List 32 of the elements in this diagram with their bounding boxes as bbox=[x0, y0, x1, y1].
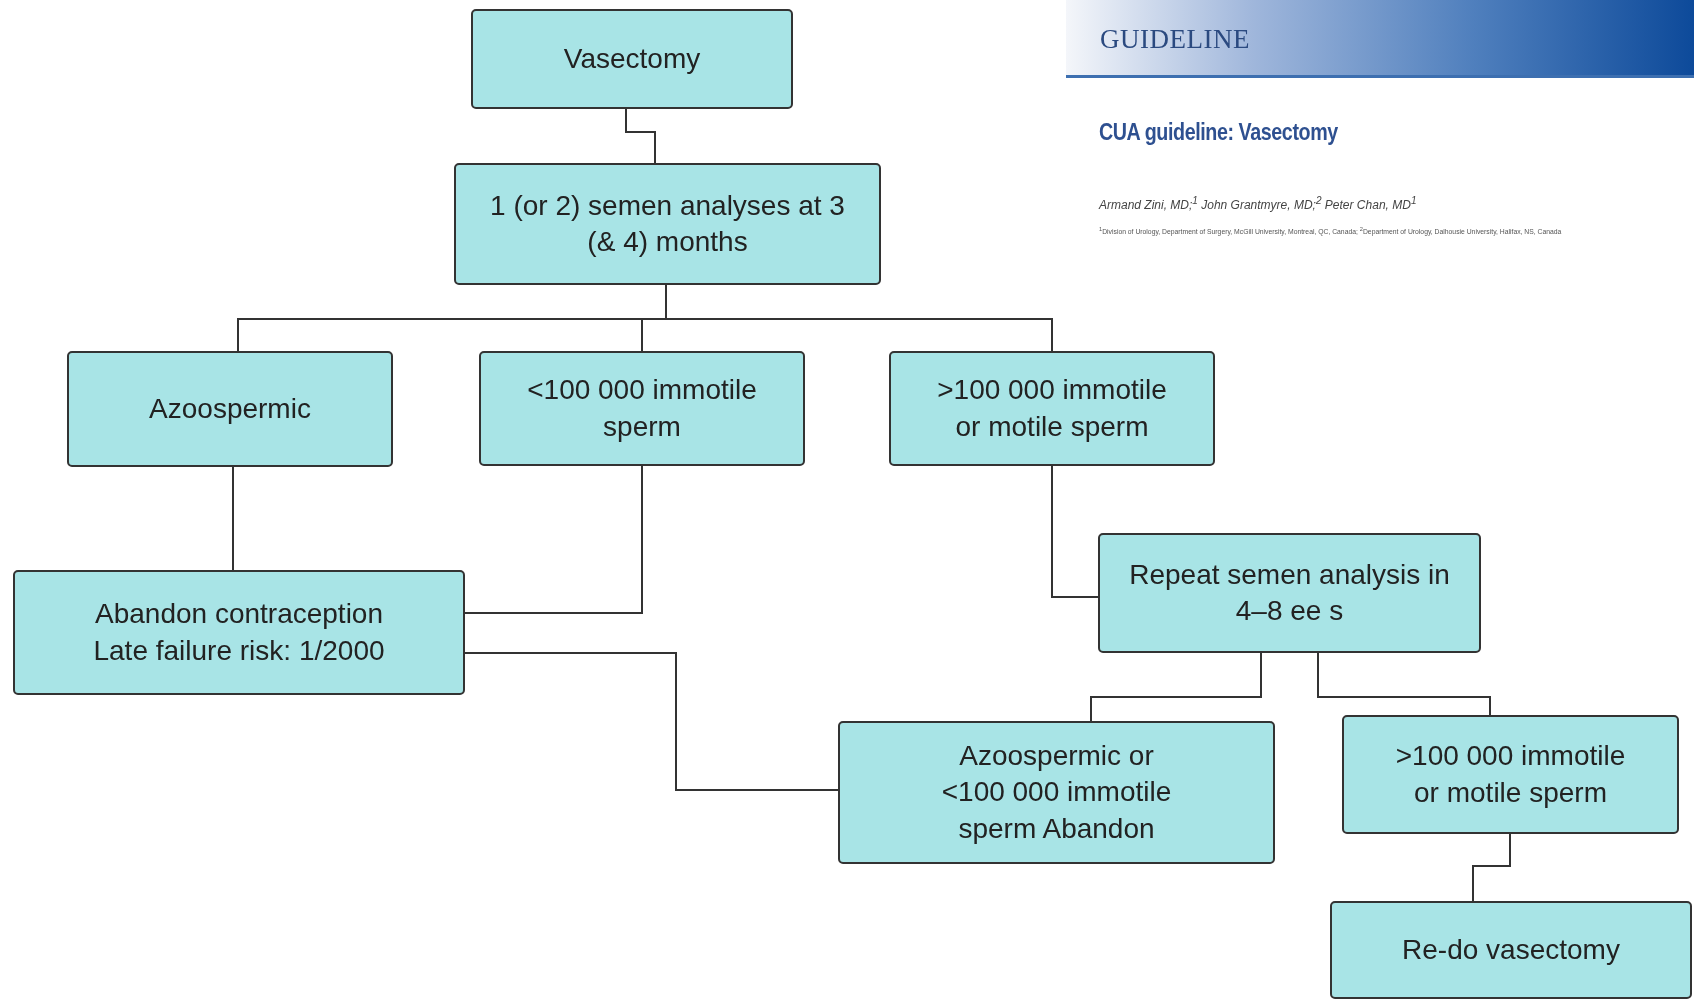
process-box bbox=[479, 351, 805, 466]
box-text: Azoospermic or <100 000 immotile sperm Abandon bbox=[940, 738, 1173, 846]
process-box bbox=[13, 570, 465, 695]
box-text: Repeat semen analysis in 4–8 ee s bbox=[1128, 557, 1451, 628]
connector-line bbox=[1090, 652, 1262, 722]
connector-line bbox=[625, 108, 656, 164]
process-box bbox=[838, 721, 1275, 864]
box-text: Vasectomy bbox=[563, 41, 701, 76]
process-box bbox=[889, 351, 1215, 466]
banner-heading: GUIDELINE bbox=[1100, 24, 1250, 55]
process-box bbox=[471, 9, 793, 109]
box-text: Abandon contraception bbox=[95, 597, 383, 632]
box-text: >100 000 immotile or motile sperm bbox=[1394, 739, 1627, 810]
process-box bbox=[1342, 715, 1679, 834]
box-text: Re-do vasectomy bbox=[1402, 932, 1620, 967]
process-box bbox=[1098, 533, 1481, 653]
connector-line bbox=[1472, 833, 1511, 902]
box-text: 1 (or 2) semen analyses at 3 (& 4) months bbox=[489, 188, 846, 259]
box-text: <100 000 immotile sperm bbox=[526, 373, 758, 444]
connector-line bbox=[232, 466, 234, 571]
connector-line bbox=[464, 652, 839, 791]
article-title: CUA guideline: Vasectomy bbox=[1099, 118, 1338, 146]
process-box bbox=[67, 351, 393, 467]
author-line: Armand Zini, MD;$^{1}$ John Grantmyre, MD;$^{2}$ Peter Chan, MD$^{1}$ bbox=[1099, 195, 1417, 212]
box-text: Azoospermic bbox=[149, 391, 311, 426]
connector-line bbox=[464, 465, 643, 614]
box-text: Late failure risk: 1/2000 bbox=[93, 633, 385, 668]
process-box bbox=[454, 163, 881, 285]
box-text: >100 000 immotile or motile sperm bbox=[936, 373, 1168, 444]
process-box bbox=[1330, 901, 1692, 999]
connector-line bbox=[1317, 652, 1491, 716]
connector-line bbox=[1051, 465, 1099, 598]
